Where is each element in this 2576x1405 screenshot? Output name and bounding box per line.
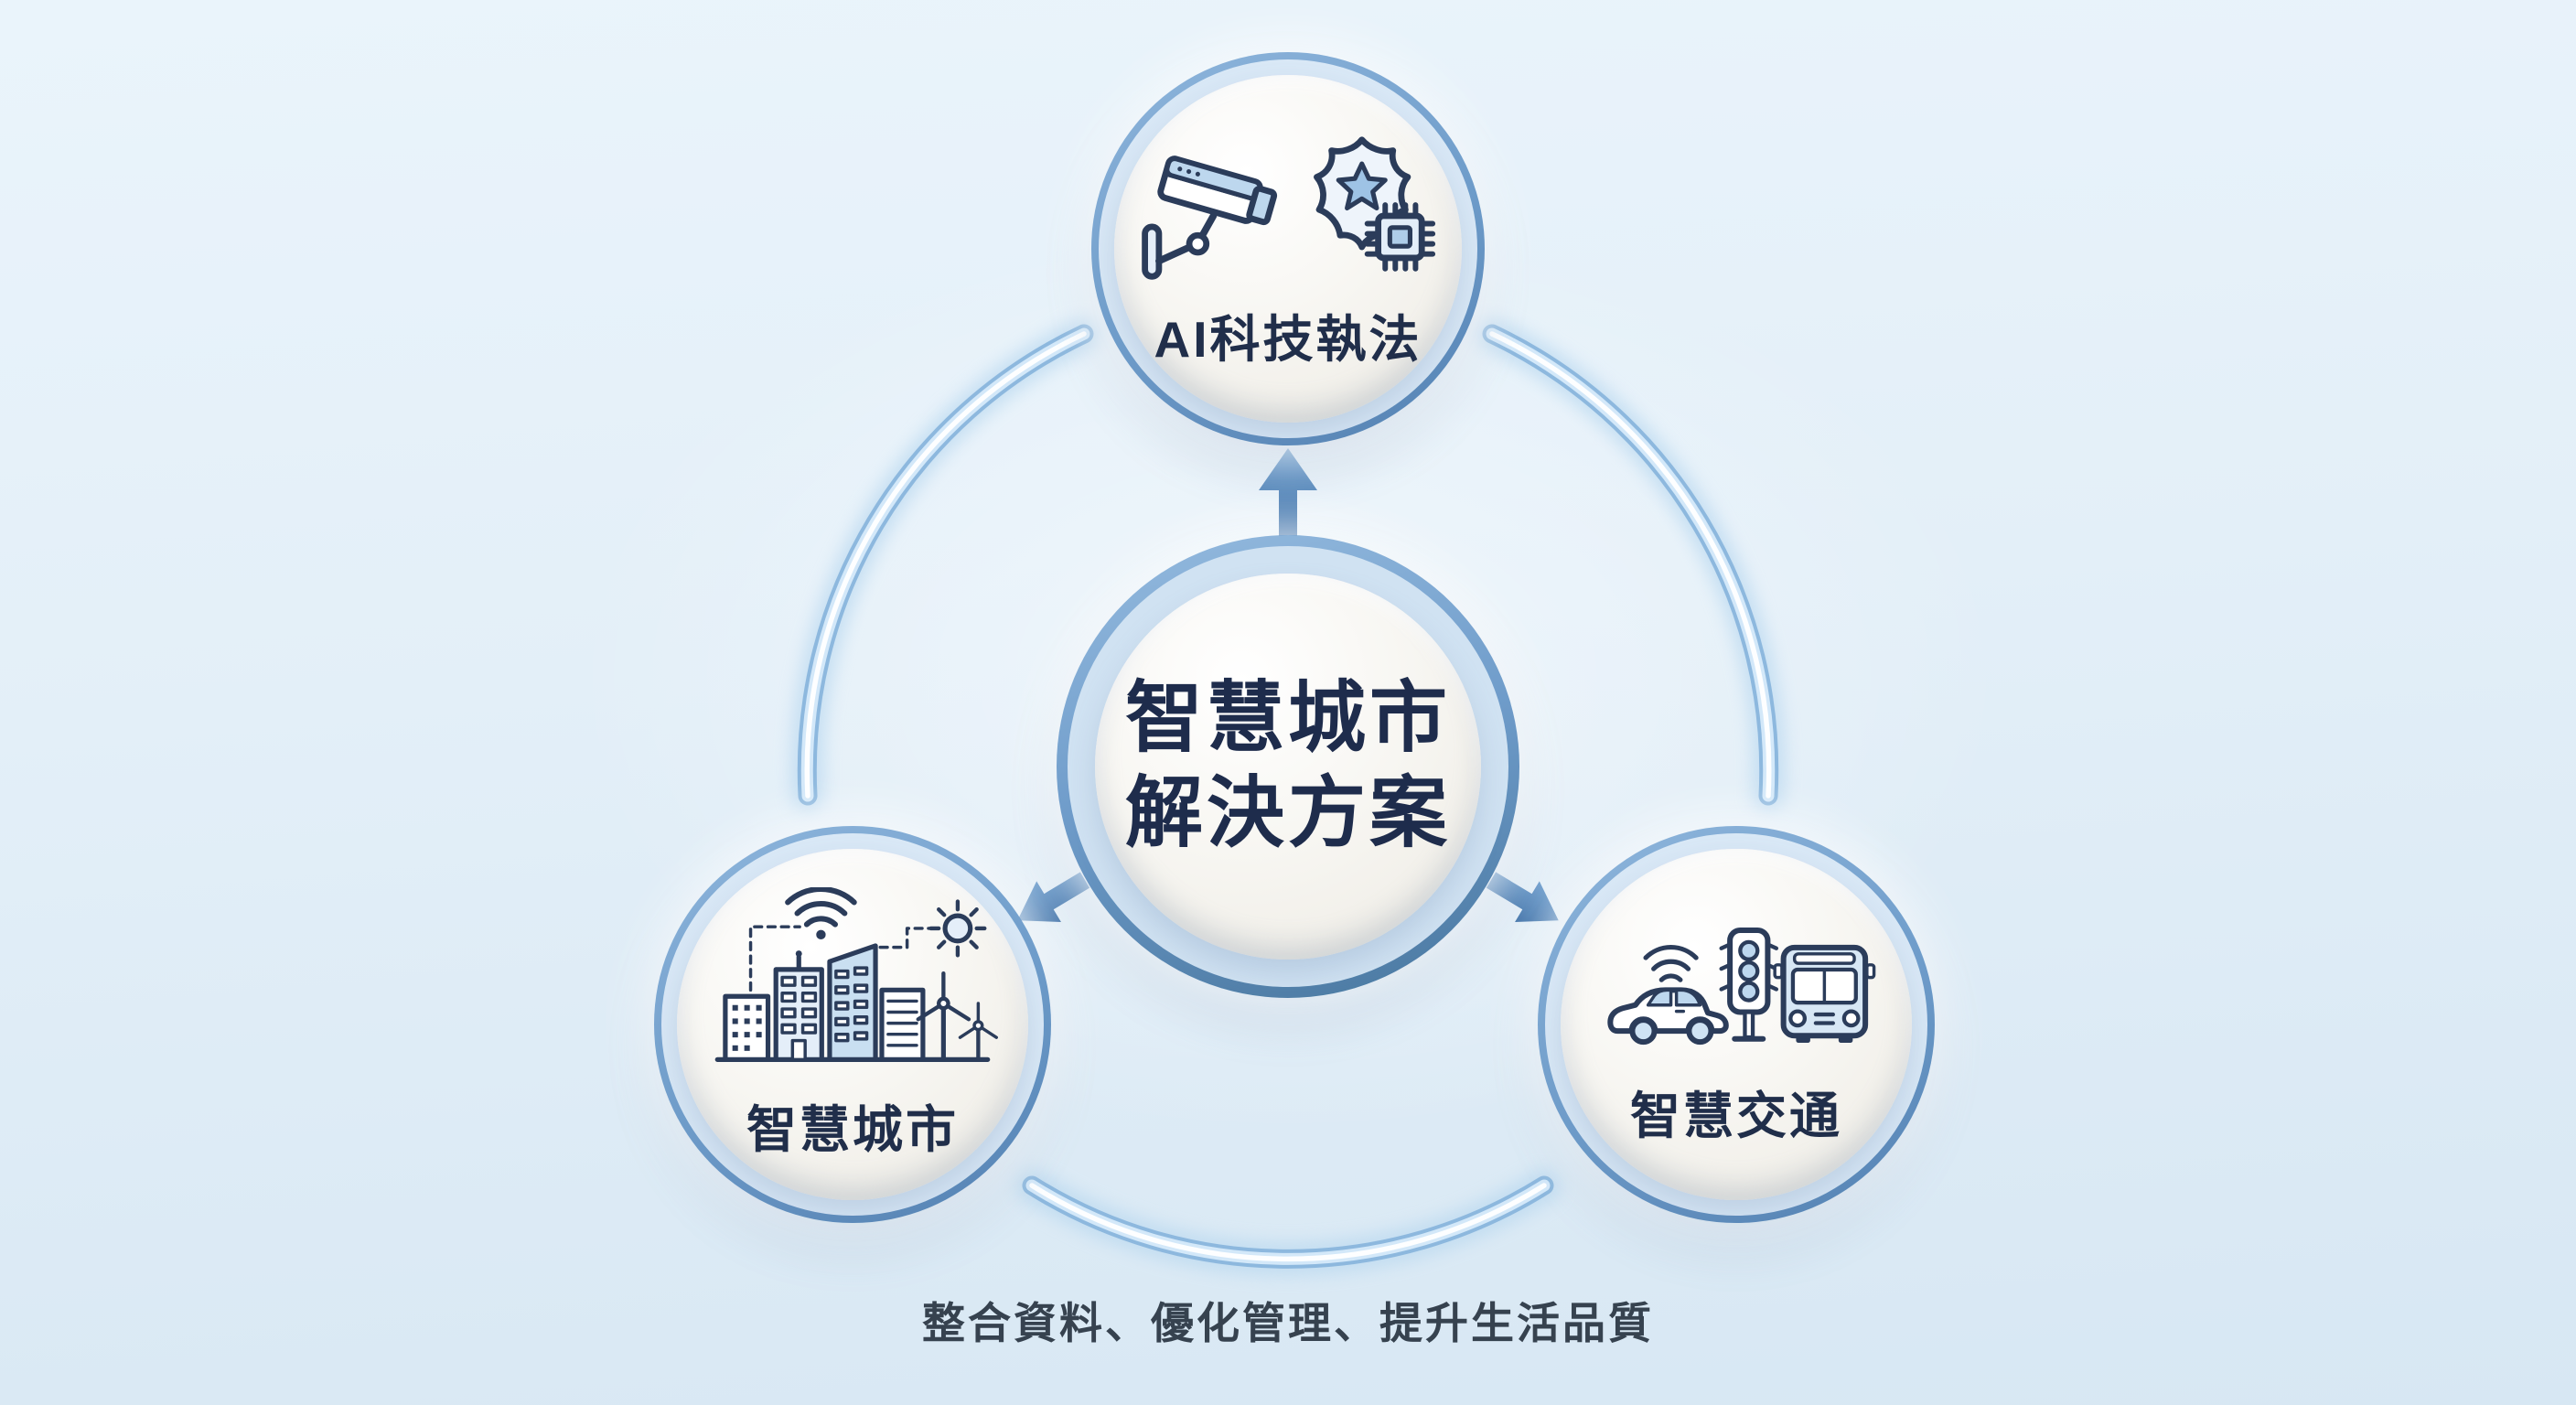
node-ring-gap: AI科技執法 [1099, 59, 1477, 438]
ai-enforcement-icons [1132, 127, 1444, 295]
node-label-smart-transport: 智慧交通 [1629, 1087, 1842, 1144]
node-smart-transport: 智慧交通 [1538, 826, 1935, 1223]
wifi-icon [1643, 944, 1699, 982]
node-inner-circle: 智慧交通 [1561, 849, 1912, 1200]
node-ring-gap: 智慧城市 [661, 833, 1044, 1216]
cctv-camera-icon [1142, 155, 1278, 280]
arrows [1017, 448, 1559, 922]
node-ring-gap: 智慧城市 解決方案 [1068, 546, 1508, 987]
node-ring-gap: 智慧交通 [1545, 833, 1927, 1216]
wind-turbines-icon [916, 971, 998, 1062]
arrow-down-right-icon [1486, 872, 1559, 922]
ring-arc-upper-left [807, 334, 1084, 796]
node-ai-enforcement: AI科技執法 [1091, 52, 1485, 445]
node-center-solution: 智慧城市 解決方案 [1057, 535, 1519, 998]
microchip-icon [1364, 201, 1436, 272]
center-title: 智慧城市 解決方案 [1125, 671, 1451, 861]
sun-icon [928, 899, 987, 958]
node-label-ai-enforcement: AI科技執法 [1154, 310, 1422, 368]
traffic-light-icon [1719, 927, 1779, 1042]
smart-transport-icons [1594, 902, 1878, 1071]
transport-icon-group [1607, 927, 1876, 1045]
city-buildings-icon [714, 887, 998, 1062]
caption-text: 整合資料、優化管理、提升生活品質 [922, 1299, 1654, 1347]
node-label-smart-city: 智慧城市 [746, 1101, 959, 1158]
ai-enforcement-icon-group [1142, 135, 1436, 280]
node-inner-circle: AI科技執法 [1114, 75, 1462, 423]
node-inner-circle: 智慧城市 [677, 849, 1028, 1200]
node-inner-circle: 智慧城市 解決方案 [1095, 574, 1481, 960]
smart-city-icons [706, 887, 999, 1085]
wifi-icon [785, 887, 857, 940]
center-title-line2: 解決方案 [1124, 770, 1451, 857]
connected-car-icon [1607, 944, 1729, 1045]
node-smart-city: 智慧城市 [654, 826, 1051, 1223]
ring-arc-bottom [1032, 1185, 1544, 1259]
police-badge-icon [1314, 135, 1436, 272]
arrow-down-left-icon [1017, 872, 1090, 922]
arrow-up-icon [1259, 448, 1317, 538]
ring-arc-upper-right [1492, 334, 1769, 796]
bus-icon [1773, 944, 1876, 1043]
center-title-line1: 智慧城市 [1124, 675, 1451, 763]
